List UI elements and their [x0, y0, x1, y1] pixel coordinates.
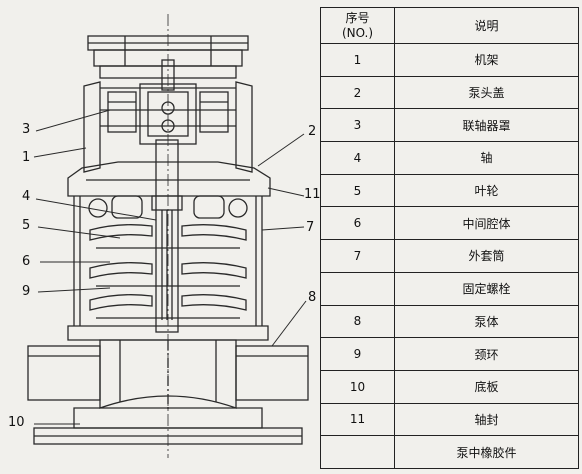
frame — [83, 81, 253, 173]
pump-cross-section-drawing — [27, 14, 309, 458]
part-number: 6 — [320, 206, 395, 241]
part-description: 固定螺栓 — [394, 271, 579, 306]
part-number — [320, 271, 395, 306]
callout-6: 6 — [22, 254, 31, 269]
part-number: 3 — [320, 108, 395, 143]
shaft — [151, 139, 183, 333]
callout-1: 1 — [22, 150, 31, 165]
callout-3: 3 — [22, 122, 31, 137]
part-number: 9 — [320, 337, 395, 371]
table-row: 泵中橡胶件 — [320, 435, 579, 469]
header-number-en: (NO.) — [341, 25, 374, 40]
table-row: 固定螺栓 — [320, 271, 579, 306]
part-description: 中间腔体 — [394, 206, 579, 241]
part-number: 1 — [320, 43, 395, 77]
callout-10: 10 — [8, 415, 25, 430]
callout-7: 7 — [306, 220, 315, 235]
part-description: 泵头盖 — [394, 75, 579, 110]
header-number-cn: 序号 — [345, 10, 370, 25]
part-number: 5 — [320, 173, 395, 208]
part-description: 轴封 — [394, 402, 579, 437]
part-description: 机架 — [394, 43, 579, 77]
callout-9: 9 — [22, 284, 31, 299]
part-number: 2 — [320, 75, 395, 110]
header-description: 说明 — [394, 7, 579, 44]
outer-sleeve — [73, 196, 263, 326]
part-number: 10 — [320, 369, 395, 404]
part-number — [320, 435, 395, 469]
part-number: 11 — [320, 402, 395, 437]
callout-2: 2 — [308, 124, 317, 139]
callout-8: 8 — [308, 290, 317, 305]
part-number: 4 — [320, 141, 395, 175]
part-description: 轴 — [394, 141, 579, 175]
callout-4: 4 — [22, 189, 31, 204]
part-number: 7 — [320, 239, 395, 273]
part-description: 叶轮 — [394, 173, 579, 208]
part-description: 联轴器罩 — [394, 108, 579, 143]
header-number: 序号 (NO.) — [320, 7, 395, 44]
part-description: 外套筒 — [394, 239, 579, 273]
part-number: 8 — [320, 304, 395, 339]
table-header-row: 序号 (NO.) 说明 — [320, 7, 579, 44]
part-description: 泵体 — [394, 304, 579, 339]
callout-5: 5 — [22, 218, 31, 233]
part-description: 泵中橡胶件 — [394, 435, 579, 469]
part-description: 底板 — [394, 369, 579, 404]
leader-lines — [33, 109, 307, 425]
callout-11: 11 — [304, 187, 321, 202]
part-description: 颈环 — [394, 337, 579, 371]
